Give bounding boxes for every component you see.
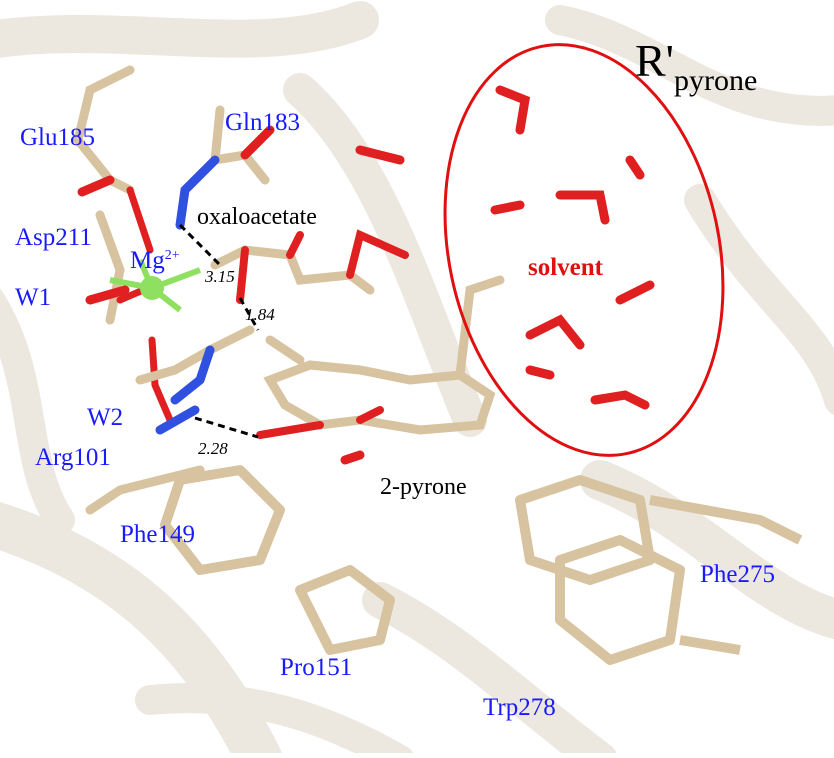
pyrone-molecule <box>256 275 505 439</box>
label-gln183: Gln183 <box>225 109 300 136</box>
distance-label-3: 2.28 <box>198 439 228 458</box>
label-arg101: Arg101 <box>35 444 111 471</box>
label-mg: Mg2+ <box>130 248 180 273</box>
distance-label-2: 1.84 <box>245 305 275 324</box>
label-oxaloacetate: oxaloacetate <box>197 204 317 230</box>
label-phe149: Phe149 <box>120 521 195 548</box>
title-main: R' <box>635 35 674 86</box>
label-glu185: Glu185 <box>20 124 95 151</box>
solvent-ring <box>443 43 725 457</box>
bound-waters <box>85 145 405 465</box>
magnesium-ion <box>109 258 202 313</box>
mg-symbol: Mg <box>130 247 165 274</box>
figure-title: R'pyrone <box>635 38 757 96</box>
distance-label-1: 3.15 <box>205 267 235 286</box>
label-w2: W2 <box>87 404 124 431</box>
label-2-pyrone: 2-pyrone <box>380 474 467 500</box>
solvent-label: solvent <box>528 254 603 281</box>
mg-charge: 2+ <box>164 248 180 263</box>
label-w1: W1 <box>15 284 52 311</box>
label-pro151: Pro151 <box>280 654 353 681</box>
solvent-waters <box>490 85 655 410</box>
label-asp211: Asp211 <box>15 224 92 251</box>
oxaloacetate-molecule <box>210 229 409 304</box>
label-phe275: Phe275 <box>700 561 775 588</box>
title-subscript: pyrone <box>673 64 758 97</box>
active-site-residues <box>73 65 275 515</box>
label-trp278: Trp278 <box>483 694 556 721</box>
phenyl-rings <box>160 465 803 665</box>
hydrogen-bonds <box>178 223 260 439</box>
